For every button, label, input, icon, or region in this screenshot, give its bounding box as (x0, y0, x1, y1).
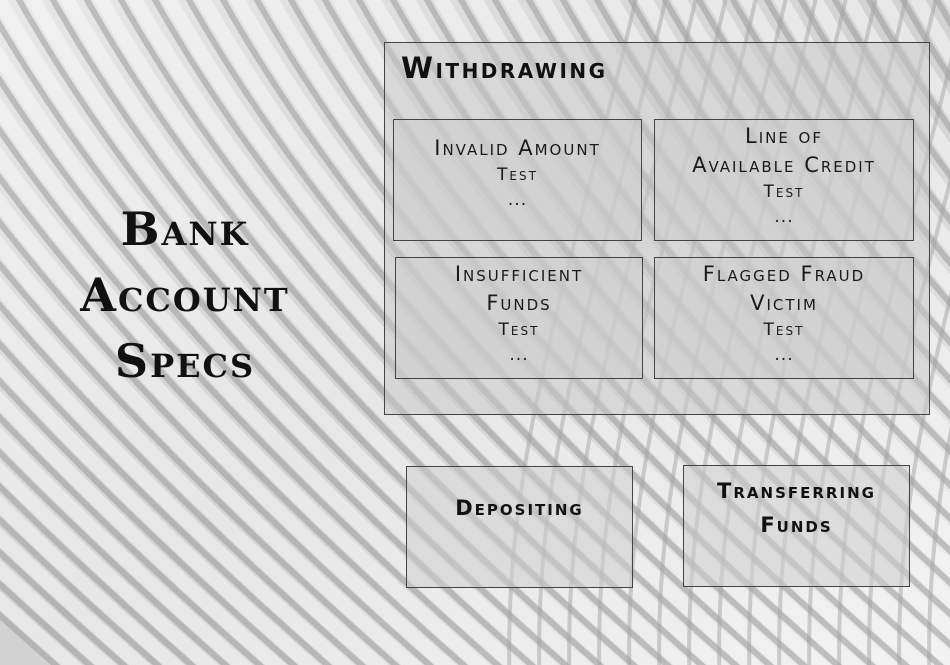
transferring-funds-box: Transferring Funds (683, 465, 910, 587)
insufficient-funds-card: Insufficient Funds Test ... (395, 257, 643, 379)
card-ellipsis: ... (507, 190, 528, 210)
card-name-line-1: Flagged Fraud (702, 262, 866, 286)
title-line-3: Specs (114, 334, 256, 388)
line-of-available-credit-card: Line of Available Credit Test ... (654, 119, 914, 241)
withdrawing-panel: Withdrawing Invalid Amount Test ... Line… (384, 42, 930, 415)
flagged-fraud-victim-card: Flagged Fraud Victim Test ... (654, 257, 914, 379)
card-ellipsis: ... (774, 345, 794, 365)
page-title: Bank Account Specs (20, 196, 350, 394)
card-ellipsis: ... (509, 345, 529, 365)
card-test-label: Test (763, 182, 805, 202)
card-name-line-1: Invalid Amount (434, 136, 601, 160)
invalid-amount-card: Invalid Amount Test ... (393, 119, 642, 241)
card-name-line-2: Victim (750, 291, 818, 315)
depositing-box: Depositing (406, 466, 633, 588)
card-ellipsis: ... (774, 207, 794, 227)
card-test-label: Test (498, 320, 540, 340)
card-name-line-2: Available Credit (692, 153, 876, 177)
withdrawing-heading: Withdrawing (401, 51, 608, 85)
transferring-label-line-2: Funds (760, 513, 833, 537)
transferring-label: Transferring Funds (717, 474, 876, 542)
title-line-2: Account (80, 268, 290, 322)
card-test-label: Test (497, 165, 538, 185)
title-line-1: Bank (120, 202, 250, 256)
transferring-label-line-1: Transferring (717, 479, 876, 503)
card-name-line-1: Line of (745, 124, 823, 148)
card-test-label: Test (763, 320, 805, 340)
depositing-label: Depositing (455, 496, 584, 520)
card-name-line-1: Insufficient (454, 262, 584, 286)
card-name-line-2: Funds (486, 291, 552, 315)
